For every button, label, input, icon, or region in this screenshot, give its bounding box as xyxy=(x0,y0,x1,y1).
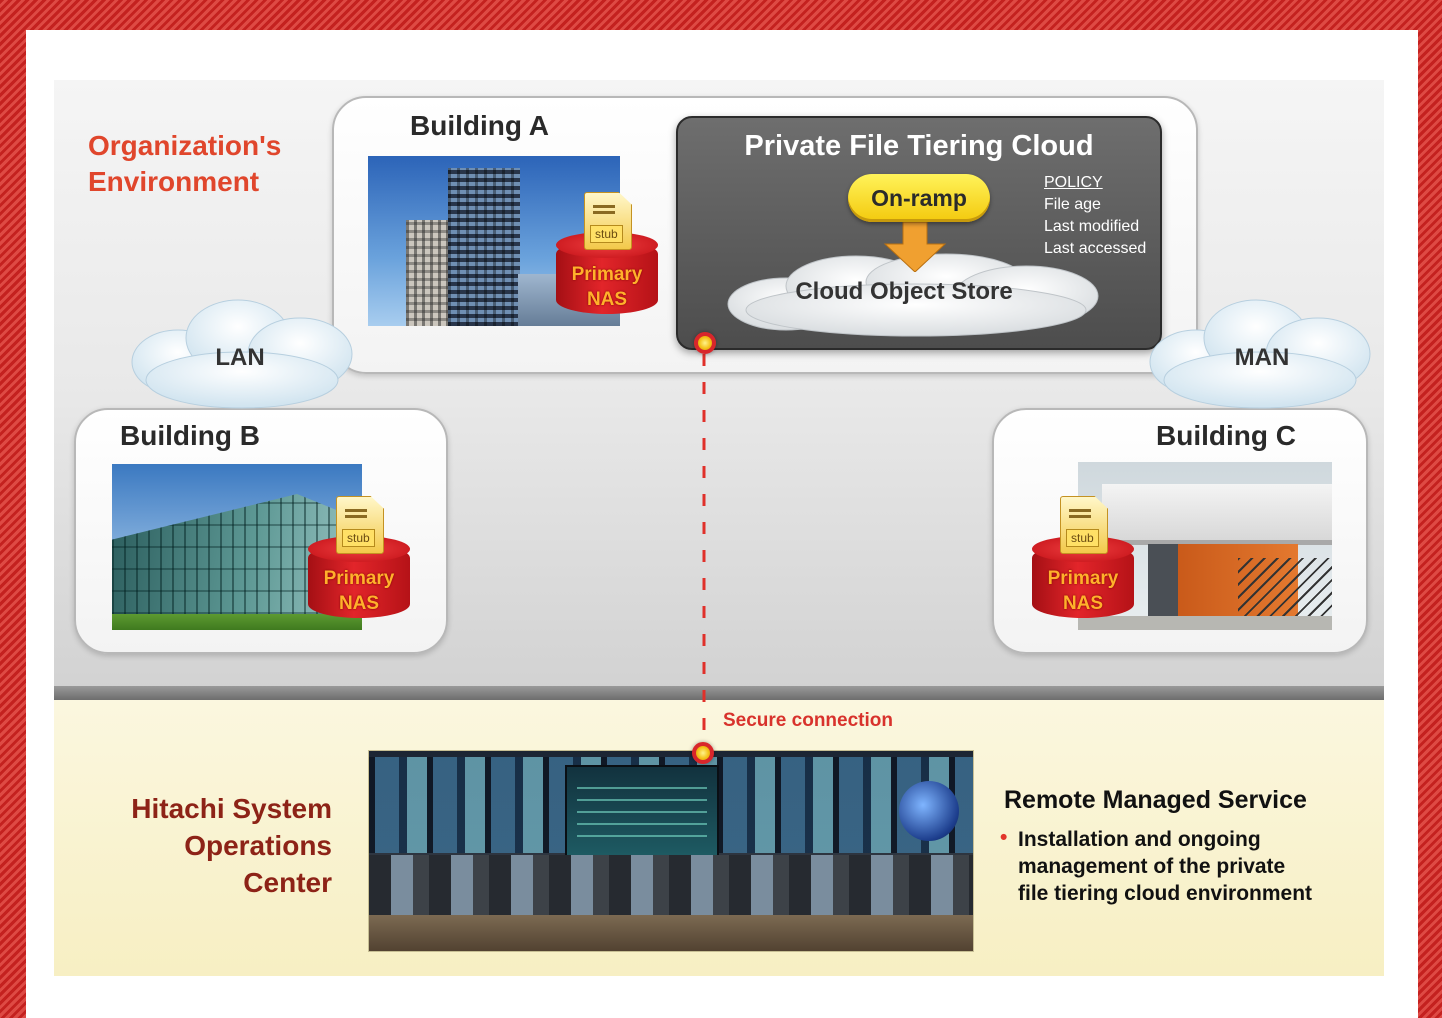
building-b-primary-nas: stub Primary NAS xyxy=(308,496,410,618)
building-b-title: Building B xyxy=(120,420,260,451)
nas-label: Primary NAS xyxy=(571,264,643,310)
lan-cloud-icon xyxy=(131,299,353,409)
environment-divider xyxy=(54,686,1384,700)
document-stub-icon: stub xyxy=(584,192,632,250)
stub-label: stub xyxy=(342,529,375,547)
stub-label: stub xyxy=(1066,529,1099,547)
man-cloud-icon xyxy=(1149,299,1371,409)
cloud-icon xyxy=(727,253,1099,337)
remote-managed-service-description: Installation and ongoing management of t… xyxy=(1018,828,1313,905)
org-title-line1: Organization's xyxy=(88,130,282,161)
on-ramp-button[interactable]: On-ramp xyxy=(848,174,990,222)
connection-dot-icon xyxy=(692,742,714,764)
down-arrow-icon xyxy=(883,222,947,272)
building-a-title: Building A xyxy=(410,110,549,141)
building-c-title: Building C xyxy=(1156,420,1296,451)
policy-heading: POLICY xyxy=(1044,174,1103,191)
cloud-object-store-label: Cloud Object Store xyxy=(795,278,1013,305)
private-cloud-title: Private File Tiering Cloud xyxy=(744,130,1094,162)
policy-item: Last accessed xyxy=(1044,240,1147,257)
bullet-icon: • xyxy=(1000,826,1008,849)
secure-connection-label: Secure connection xyxy=(723,710,893,731)
lan-label: LAN xyxy=(215,344,265,371)
building-a-primary-nas: stub Primary NAS xyxy=(556,192,658,314)
document-stub-icon: stub xyxy=(336,496,384,554)
secure-connection-line xyxy=(702,354,706,748)
remote-managed-service-title: Remote Managed Service xyxy=(1004,786,1307,814)
stub-label: stub xyxy=(590,225,623,243)
organization-environment-title: Organization's Environment xyxy=(88,128,281,200)
nas-label: Primary NAS xyxy=(323,568,395,614)
connection-dot-icon xyxy=(694,332,716,354)
nas-label: Primary NAS xyxy=(1047,568,1119,614)
policy-item: Last modified xyxy=(1044,218,1140,235)
operations-center-photo xyxy=(368,750,974,952)
org-title-line2: Environment xyxy=(88,166,260,197)
document-stub-icon: stub xyxy=(1060,496,1108,554)
building-c-primary-nas: stub Primary NAS xyxy=(1032,496,1134,618)
private-file-tiering-cloud-panel: Private File Tiering Cloud Cloud Object … xyxy=(676,116,1162,350)
policy-list: POLICY File age Last modified Last acces… xyxy=(1044,172,1146,260)
man-label: MAN xyxy=(1234,344,1290,371)
policy-item: File age xyxy=(1044,196,1101,213)
hitachi-operations-center-title: Hitachi System Operations Center xyxy=(131,793,332,898)
